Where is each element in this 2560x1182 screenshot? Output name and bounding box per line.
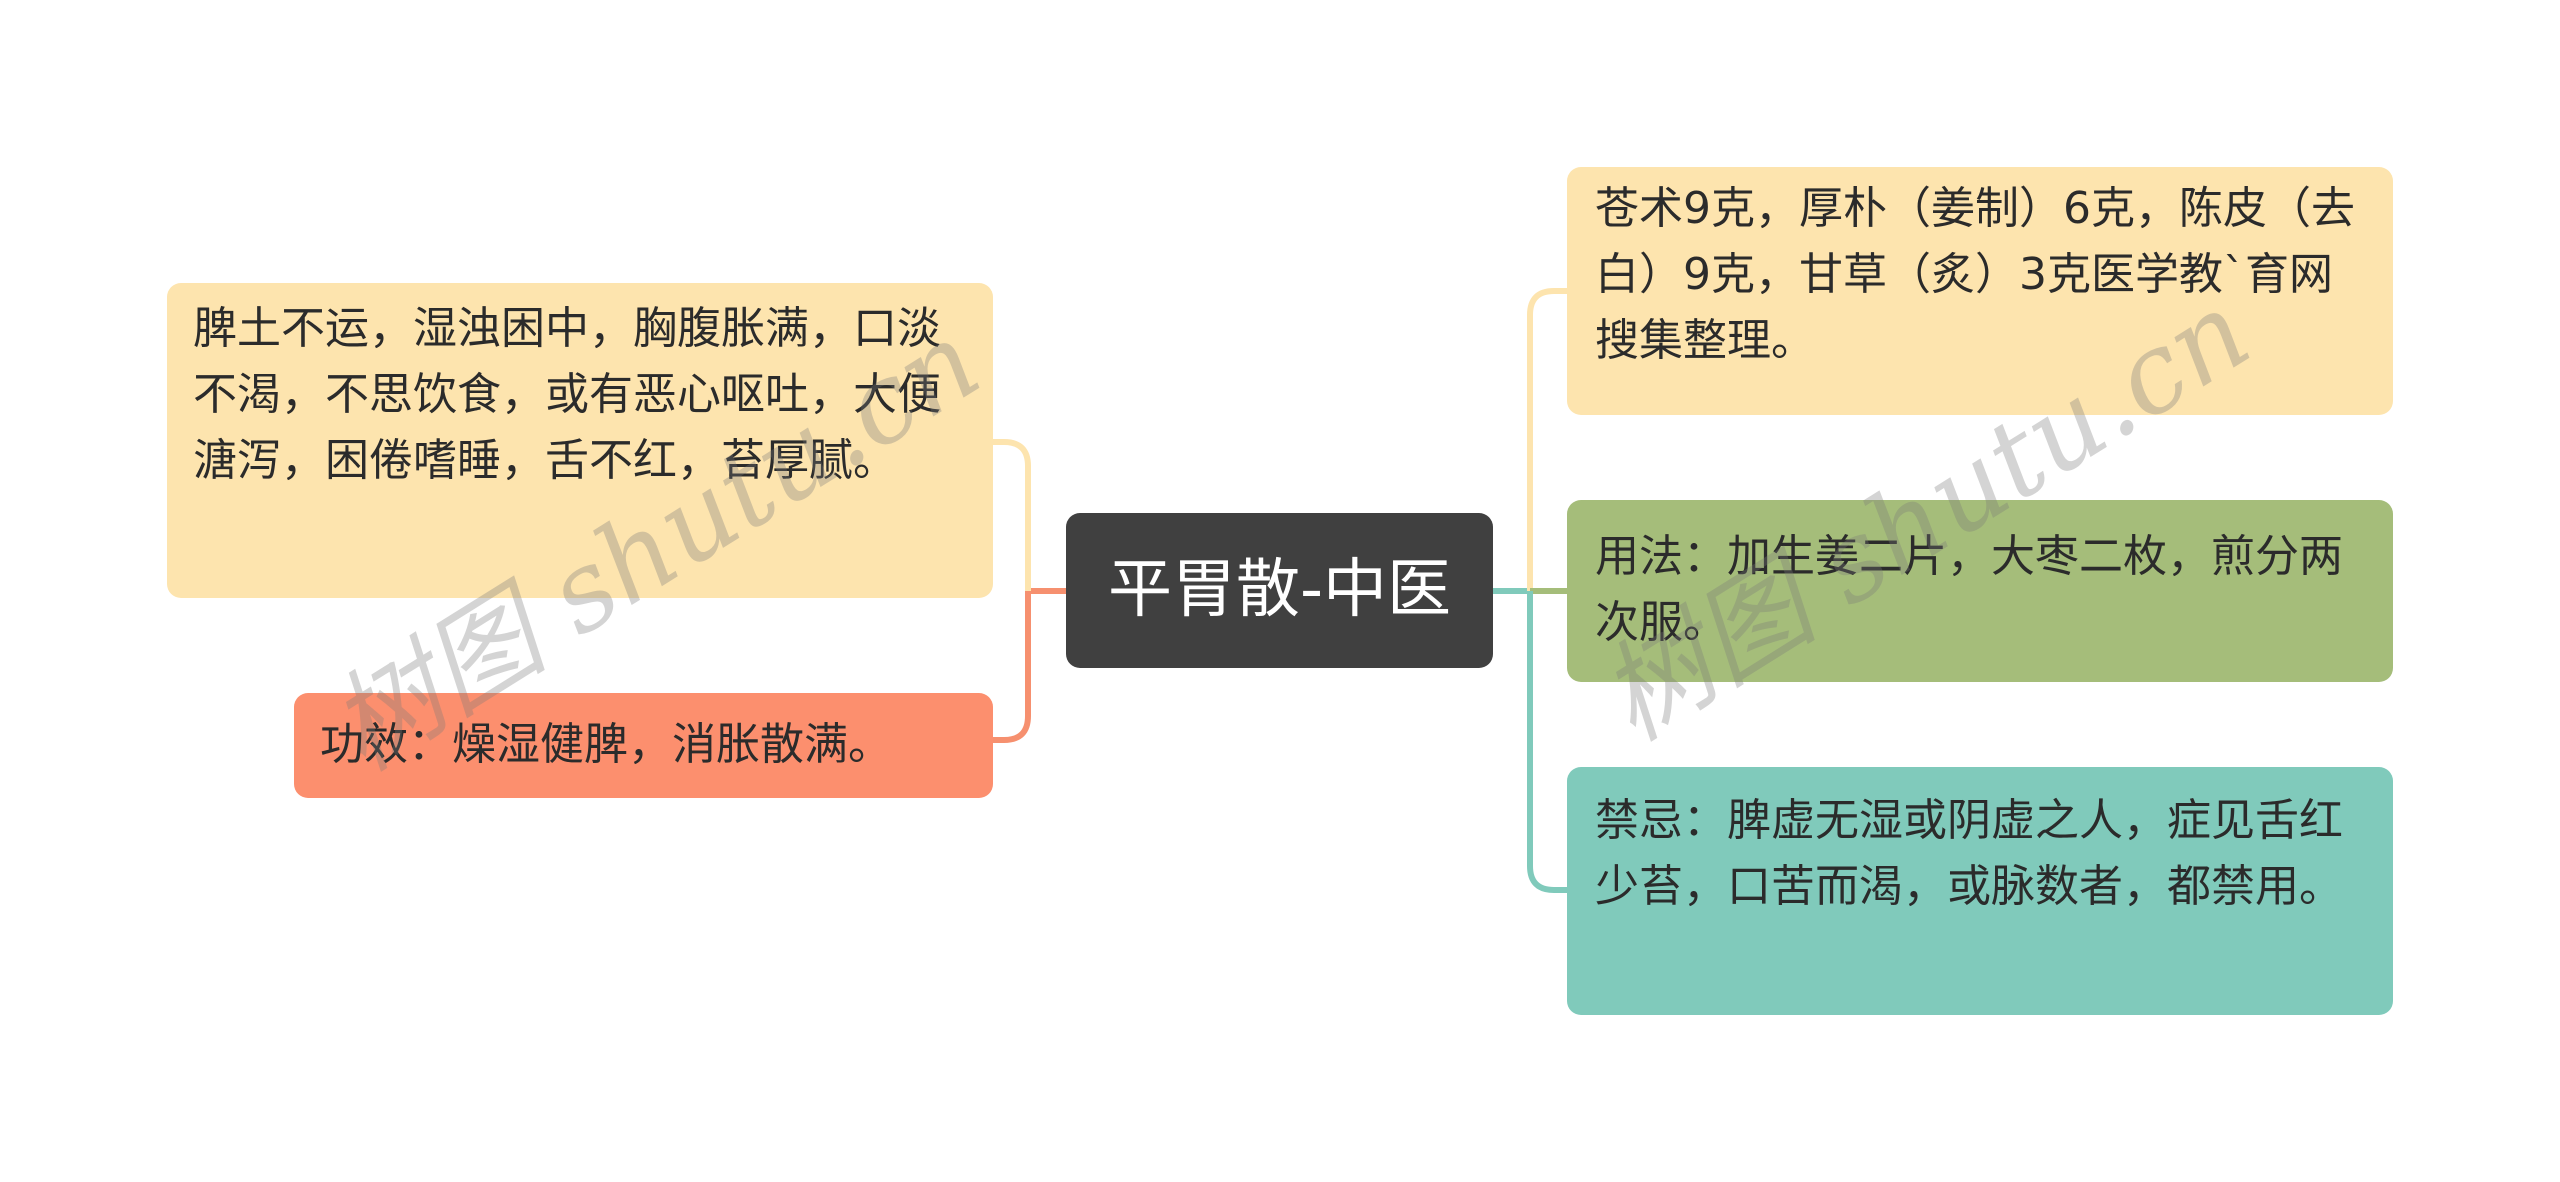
node-ingredients-text: 苍术9克，厚朴（姜制）6克，陈皮（去白）9克，甘草（炙）3克医学教`育网搜集整理… (1595, 183, 2355, 366)
node-symptoms[interactable]: 脾土不运，湿浊困中，胸腹胀满，口淡不渴，不思饮食，或有恶心呕吐，大便溏泻，困倦嗜… (167, 283, 993, 598)
connector-left-top (993, 439, 1031, 591)
connector-left-bottom (993, 591, 1031, 743)
node-usage[interactable]: 用法：加生姜二片，大枣二枚，煎分两次服。 (1567, 500, 2393, 682)
node-efficacy[interactable]: 功效：燥湿健脾，消胀散满。 (294, 693, 993, 798)
connector-right-bottom (1527, 591, 1567, 893)
node-ingredients[interactable]: 苍术9克，厚朴（姜制）6克，陈皮（去白）9克，甘草（炙）3克医学教`育网搜集整理… (1567, 167, 2393, 415)
connector-right-top (1527, 288, 1567, 591)
root-node[interactable]: 平胃散-中医 (1066, 513, 1493, 668)
node-usage-text: 用法：加生姜二片，大枣二枚，煎分两次服。 (1595, 531, 2343, 648)
node-symptoms-text: 脾土不运，湿浊困中，胸腹胀满，口淡不渴，不思饮食，或有恶心呕吐，大便溏泻，困倦嗜… (193, 303, 941, 486)
root-node-label: 平胃散-中医 (1107, 553, 1452, 627)
node-contraindications[interactable]: 禁忌：脾虚无湿或阴虚之人，症见舌红少苔，口苦而渴，或脉数者，都禁用。 (1567, 767, 2393, 1015)
node-contraindications-text: 禁忌：脾虚无湿或阴虚之人，症见舌红少苔，口苦而渴，或脉数者，都禁用。 (1595, 795, 2343, 912)
node-efficacy-text: 功效：燥湿健脾，消胀散满。 (320, 719, 892, 770)
